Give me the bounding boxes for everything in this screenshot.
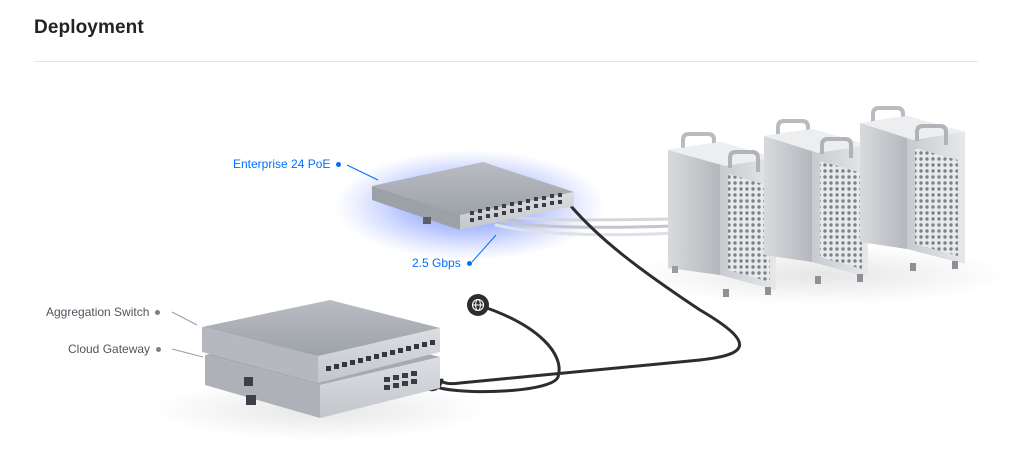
server-tower-3 bbox=[860, 106, 965, 271]
link-speed-label: 2.5 Gbps bbox=[412, 256, 461, 270]
switch-to-gateway-cable bbox=[432, 203, 741, 386]
enterprise-leader-line bbox=[346, 164, 379, 181]
cloud-gateway-display bbox=[246, 395, 256, 405]
cloud-gateway-left bbox=[205, 355, 320, 418]
globe-icon bbox=[467, 294, 489, 316]
callout-dot bbox=[155, 309, 161, 315]
cloud-gateway-callout: Cloud Gateway bbox=[68, 342, 162, 356]
aggregation-switch-ports bbox=[326, 340, 435, 371]
enterprise-switch-top bbox=[372, 162, 574, 215]
callout-dot bbox=[336, 161, 342, 167]
callout-dot bbox=[466, 260, 472, 266]
uplink-cable-3 bbox=[494, 223, 678, 237]
section-divider bbox=[34, 61, 978, 62]
callout-dot bbox=[156, 346, 162, 352]
enterprise-switch-device bbox=[372, 162, 574, 230]
gateway-stack-device bbox=[202, 300, 440, 418]
cloud-gateway-label: Cloud Gateway bbox=[68, 342, 151, 356]
section-title: Deployment bbox=[34, 17, 144, 38]
cloud-gateway-face bbox=[320, 357, 440, 418]
aggregation-switch-callout: Aggregation Switch bbox=[46, 305, 161, 319]
aggregation-switch-top bbox=[202, 300, 440, 356]
cloud-gateway-ports bbox=[384, 371, 417, 390]
enterprise-switch-callout: Enterprise 24 PoE bbox=[233, 157, 342, 171]
enterprise-switch-front bbox=[372, 186, 460, 230]
enterprise-switch-label: Enterprise 24 PoE bbox=[233, 157, 331, 171]
gateway-leader-line bbox=[171, 348, 204, 358]
link-speed-callout: 2.5 Gbps bbox=[412, 256, 472, 270]
internet-cable bbox=[438, 303, 561, 394]
enterprise-switch-ports bbox=[470, 193, 562, 222]
aggregation-leader-line bbox=[171, 311, 198, 326]
server-tower-2 bbox=[764, 119, 868, 284]
server-tower-1 bbox=[668, 132, 776, 297]
uplink-cable-2 bbox=[490, 217, 677, 229]
aggregation-switch-display bbox=[244, 377, 253, 386]
speed-leader-line bbox=[471, 234, 497, 263]
enterprise-switch-face bbox=[460, 192, 574, 230]
aggregation-switch-label: Aggregation Switch bbox=[46, 305, 150, 319]
enterprise-switch-display bbox=[423, 217, 431, 224]
aggregation-switch-left bbox=[202, 327, 318, 383]
